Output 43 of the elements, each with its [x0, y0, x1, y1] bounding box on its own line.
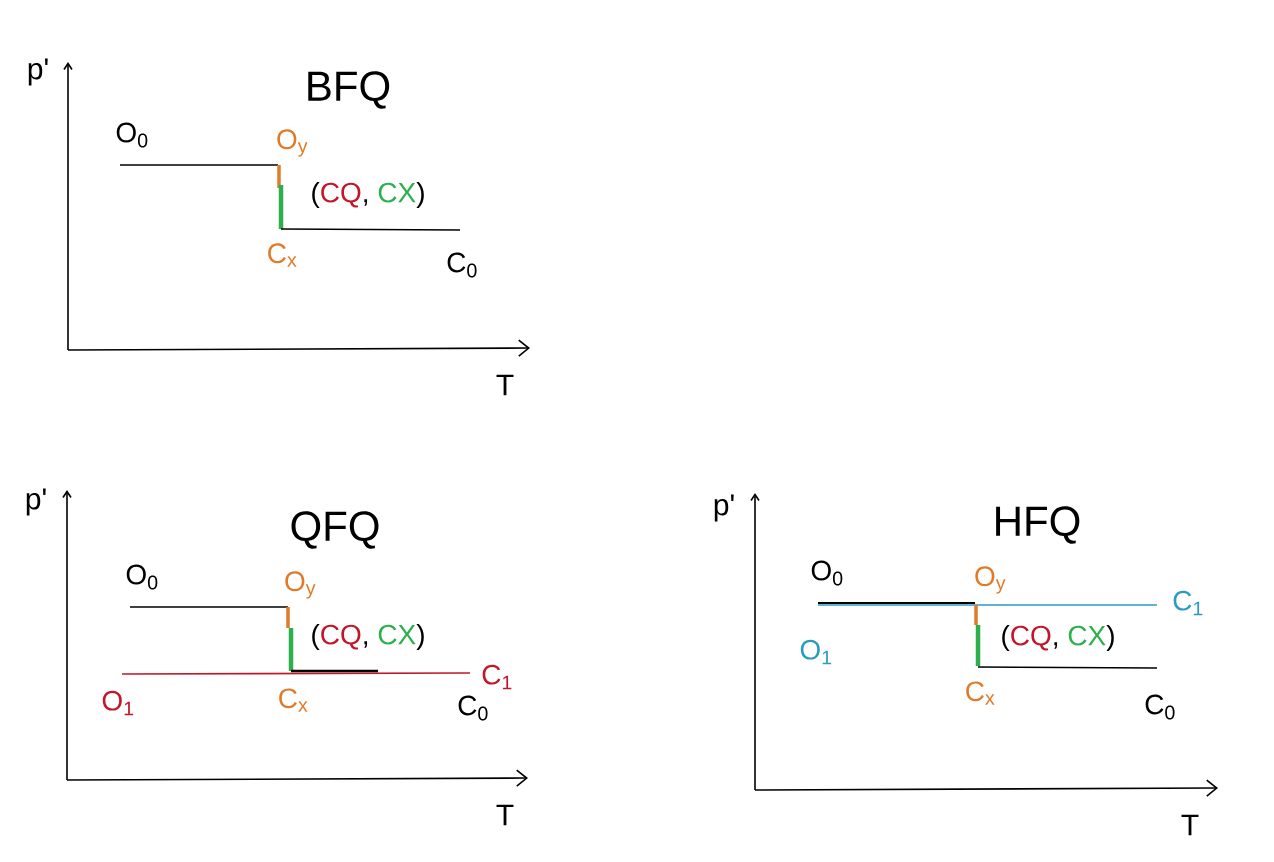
point-label: C$_{1}$ — [482, 664, 512, 690]
point-label: C$_{0}$ — [1145, 694, 1175, 720]
point-label: C$_{0}$ — [447, 252, 477, 278]
axis-label: p' — [714, 494, 734, 522]
label: CQ — [321, 624, 361, 650]
point-label: (CQ, CX) — [312, 623, 424, 651]
point-label: C$_{1}$ — [1173, 590, 1203, 616]
chart-title: BFQ — [308, 71, 390, 109]
point-label: O$_{y}$ — [285, 571, 316, 599]
label: ) — [416, 623, 424, 651]
axis-label: p' — [28, 58, 48, 86]
point-label: (CQ, CX) — [1002, 625, 1114, 652]
label: , — [1054, 642, 1058, 649]
label: CX — [378, 624, 416, 645]
chart-title: QFQ — [291, 511, 379, 549]
label: CX — [1068, 625, 1106, 646]
point-label: O$_{1}$ — [800, 639, 832, 665]
point-label: O$_{0}$ — [811, 560, 843, 586]
axis-label: T — [496, 374, 514, 396]
label: , — [364, 641, 368, 648]
point-label: O$_{0}$ — [116, 122, 148, 148]
axis-label: T — [496, 804, 514, 826]
point-label: C$_{0}$ — [458, 695, 488, 721]
point-label: (CQ, CX) — [312, 181, 424, 209]
label: ) — [1106, 624, 1114, 652]
axis-label: p' — [26, 488, 46, 516]
point-label: O$_{0}$ — [126, 564, 158, 590]
label: , — [364, 199, 368, 206]
label: CQ — [1011, 625, 1051, 651]
label: ( — [1002, 624, 1010, 652]
label: ( — [312, 623, 320, 651]
point-label: O$_{y}$ — [975, 566, 1006, 594]
point-label: C$_{x}$ — [279, 688, 308, 712]
point-label: C$_{x}$ — [966, 681, 995, 705]
chart-title: HFQ — [996, 506, 1080, 544]
label: CX — [378, 182, 416, 203]
point-label: O$_{y}$ — [277, 129, 308, 157]
point-label: C$_{x}$ — [268, 243, 297, 267]
label: ) — [416, 181, 424, 209]
point-label: O$_{1}$ — [102, 690, 134, 716]
axis-label: T — [1181, 814, 1199, 836]
label: ( — [312, 181, 320, 209]
label: CQ — [321, 182, 361, 208]
